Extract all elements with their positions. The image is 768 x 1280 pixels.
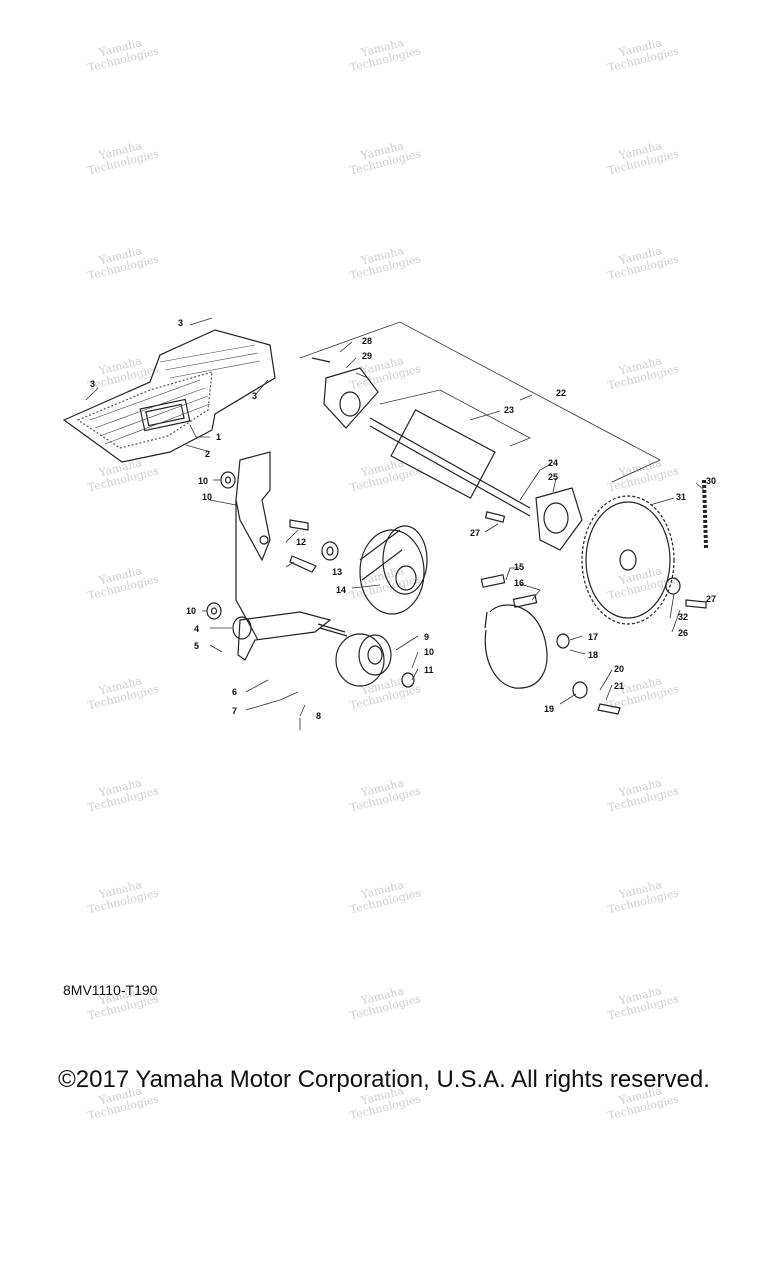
callout-number: 4 [194, 624, 200, 634]
callout-number: 8 [316, 711, 322, 721]
callout-number: 2 [205, 449, 211, 459]
callout-number: 3 [178, 318, 184, 328]
callout-number: 21 [614, 681, 625, 691]
callout-number: 10 [198, 476, 209, 486]
callout-number: 16 [514, 578, 525, 588]
brake-band-part [484, 604, 548, 689]
assembly-bracket-lines [299, 321, 661, 483]
guard-mesh [89, 344, 261, 445]
sprocket-part [581, 495, 675, 625]
callout-number: 12 [296, 537, 307, 547]
callout-number: 18 [588, 650, 599, 660]
leader-lines [85, 317, 705, 730]
callout-number: 25 [548, 472, 559, 482]
diagram-code: 8MV1110-T190 [63, 982, 158, 998]
callout-number: 31 [676, 492, 687, 502]
idler-wheel-part [335, 633, 392, 687]
callout-number: 30 [706, 476, 717, 486]
callout-number: 10 [202, 492, 213, 502]
callout-number: 6 [232, 687, 238, 697]
callout-number: 22 [556, 388, 567, 398]
tensioner-arm-part [232, 611, 348, 661]
callout-number: 15 [514, 562, 525, 572]
chain-part [702, 479, 708, 549]
bolts [289, 357, 707, 715]
bracket-part [235, 451, 271, 641]
shaft-assembly-part [323, 367, 531, 517]
callout-number: 13 [332, 567, 343, 577]
callout-number: 27 [470, 528, 481, 538]
callout-number: 14 [336, 585, 347, 595]
callout-number: 3 [252, 391, 258, 401]
washers [206, 471, 681, 699]
callout-number: 29 [362, 351, 373, 361]
brake-drum-part [359, 525, 428, 615]
callout-number: 10 [424, 647, 435, 657]
callout-number: 11 [424, 665, 434, 675]
callout-number: 10 [186, 606, 197, 616]
callout-number: 17 [588, 632, 599, 642]
callout-number: 3 [90, 379, 96, 389]
guard-plate-part [62, 329, 276, 463]
callout-number: 19 [544, 704, 555, 714]
callout-number: 27 [706, 594, 717, 604]
pin-parts [480, 511, 538, 608]
callout-number: 26 [678, 628, 689, 638]
callout-number: 7 [232, 706, 238, 716]
callout-number: 24 [548, 458, 559, 468]
callout-number: 28 [362, 336, 373, 346]
callout-number: 5 [194, 641, 200, 651]
callout-number: 20 [614, 664, 625, 674]
copyright-notice: ©2017 Yamaha Motor Corporation, U.S.A. A… [58, 1066, 710, 1093]
callout-number: 1 [216, 432, 222, 442]
callout-number: 32 [678, 612, 689, 622]
callout-number: 9 [424, 632, 430, 642]
callout-number: 23 [504, 405, 515, 415]
bearing-flange-part [535, 487, 583, 551]
